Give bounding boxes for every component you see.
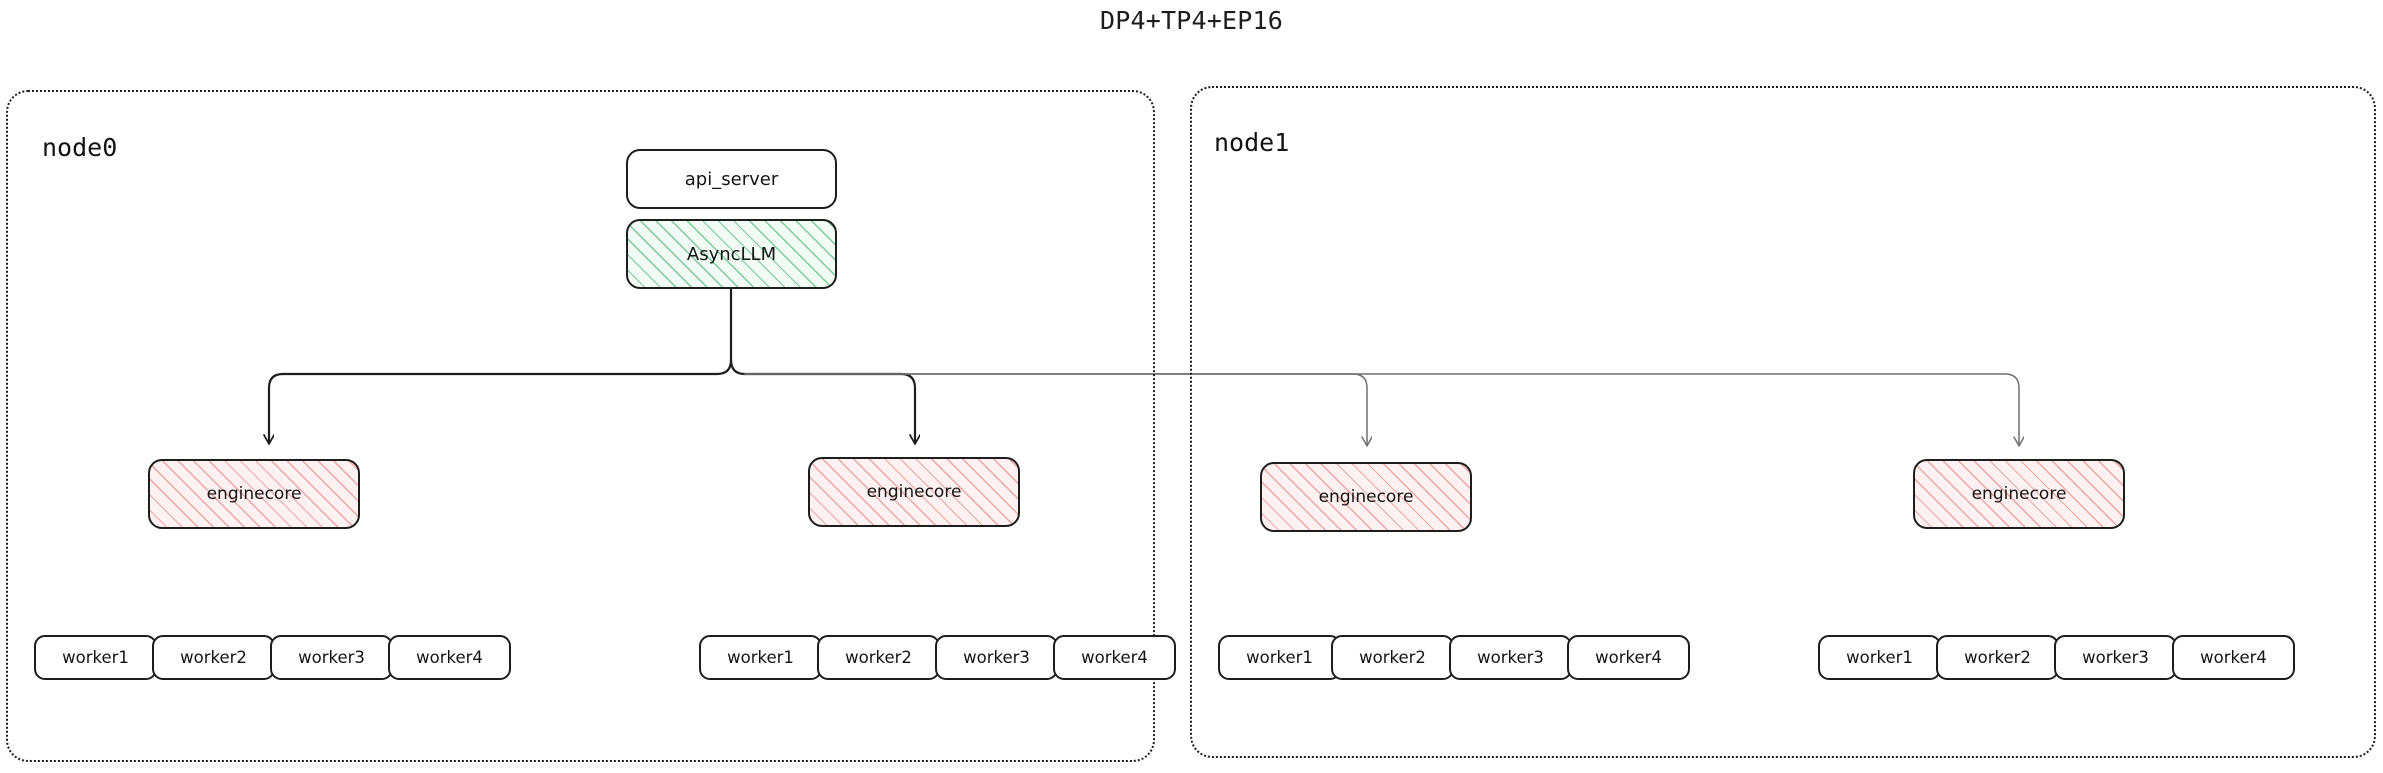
asyncllm-label: AsyncLLM bbox=[686, 243, 777, 265]
enginecore-box-node1-2[interactable]: enginecore bbox=[1913, 459, 2125, 529]
worker-box-node0-g1-w1[interactable]: worker1 bbox=[34, 635, 157, 680]
enginecore-box-node0-2[interactable]: enginecore bbox=[808, 457, 1020, 527]
worker-box-node1-g1-w3[interactable]: worker3 bbox=[1449, 635, 1572, 680]
worker-label: worker2 bbox=[180, 648, 247, 667]
worker-box-node1-g1-w4[interactable]: worker4 bbox=[1567, 635, 1690, 680]
worker-box-node0-g2-w3[interactable]: worker3 bbox=[935, 635, 1058, 680]
worker-label: worker4 bbox=[1081, 648, 1148, 667]
worker-label: worker4 bbox=[416, 648, 483, 667]
worker-box-node0-g1-w2[interactable]: worker2 bbox=[152, 635, 275, 680]
worker-box-node0-g1-w3[interactable]: worker3 bbox=[270, 635, 393, 680]
worker-label: worker3 bbox=[963, 648, 1030, 667]
cluster-node0 bbox=[6, 90, 1155, 762]
asyncllm-box[interactable]: AsyncLLM bbox=[626, 219, 837, 289]
cluster-label-node1: node1 bbox=[1214, 128, 1290, 157]
worker-box-node0-g2-w4[interactable]: worker4 bbox=[1053, 635, 1176, 680]
worker-box-node1-g2-w2[interactable]: worker2 bbox=[1936, 635, 2059, 680]
worker-box-node0-g2-w1[interactable]: worker1 bbox=[699, 635, 822, 680]
worker-label: worker4 bbox=[2200, 648, 2267, 667]
enginecore-label: enginecore bbox=[1318, 487, 1414, 507]
worker-box-node0-g1-w4[interactable]: worker4 bbox=[388, 635, 511, 680]
worker-label: worker2 bbox=[1359, 648, 1426, 667]
worker-label: worker3 bbox=[2082, 648, 2149, 667]
api-server-box[interactable]: api_server bbox=[626, 149, 837, 209]
cluster-label-node0: node0 bbox=[42, 133, 118, 162]
worker-label: worker1 bbox=[62, 648, 129, 667]
worker-label: worker3 bbox=[1477, 648, 1544, 667]
worker-box-node1-g2-w4[interactable]: worker4 bbox=[2172, 635, 2295, 680]
worker-label: worker1 bbox=[1246, 648, 1313, 667]
enginecore-label: enginecore bbox=[206, 484, 302, 504]
worker-box-node1-g1-w1[interactable]: worker1 bbox=[1218, 635, 1341, 680]
worker-box-node0-g2-w2[interactable]: worker2 bbox=[817, 635, 940, 680]
worker-box-node1-g2-w3[interactable]: worker3 bbox=[2054, 635, 2177, 680]
worker-label: worker4 bbox=[1595, 648, 1662, 667]
worker-label: worker2 bbox=[1964, 648, 2031, 667]
cluster-node1 bbox=[1190, 86, 2376, 758]
enginecore-label: enginecore bbox=[866, 482, 962, 502]
worker-label: worker2 bbox=[845, 648, 912, 667]
api-server-label: api_server bbox=[684, 168, 779, 190]
enginecore-label: enginecore bbox=[1971, 484, 2067, 504]
worker-label: worker1 bbox=[727, 648, 794, 667]
worker-box-node1-g1-w2[interactable]: worker2 bbox=[1331, 635, 1454, 680]
page-title: DP4+TP4+EP16 bbox=[1099, 6, 1283, 35]
worker-box-node1-g2-w1[interactable]: worker1 bbox=[1818, 635, 1941, 680]
enginecore-box-node1-1[interactable]: enginecore bbox=[1260, 462, 1472, 532]
worker-label: worker3 bbox=[298, 648, 365, 667]
worker-label: worker1 bbox=[1846, 648, 1913, 667]
enginecore-box-node0-1[interactable]: enginecore bbox=[148, 459, 360, 529]
